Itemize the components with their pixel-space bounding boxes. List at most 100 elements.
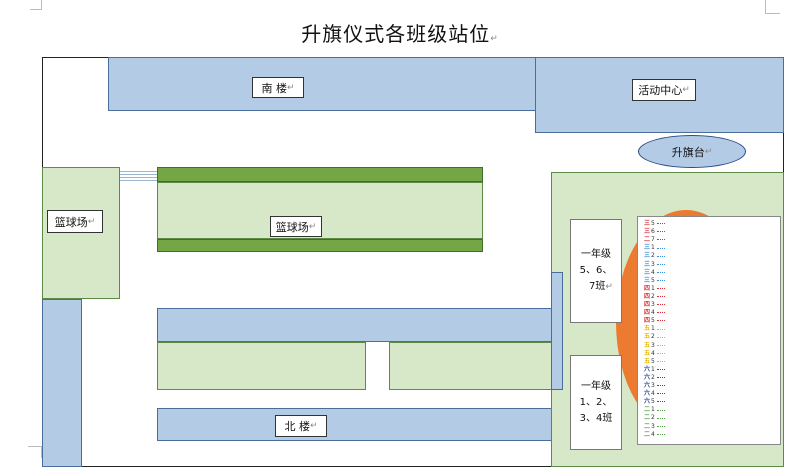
corner-mark-bottom-left: [28, 446, 42, 458]
north-building: [157, 408, 552, 441]
roster-class-number: 1: [651, 406, 655, 414]
roster-grade: 三: [644, 268, 651, 276]
roster-leader-line: [656, 247, 665, 249]
roster-class-number: 2: [651, 333, 655, 341]
roster-leader-line: [656, 223, 665, 225]
roster-class-number: 5: [651, 357, 655, 365]
roster-class-number: 1: [651, 365, 655, 373]
roster-leader-line: [656, 369, 665, 371]
roster-class-number: 3: [651, 301, 655, 308]
roster-class-number: 4: [651, 268, 655, 276]
roster-leader-line: [656, 296, 665, 298]
roster-grade: 二: [644, 422, 651, 430]
roster-grade: 三: [644, 220, 651, 227]
left-court-label: 篮球场↵: [47, 210, 103, 233]
roster-leader-line: [656, 377, 665, 379]
roster-grade: 三: [644, 260, 651, 268]
roster-grade: 六: [644, 365, 651, 373]
roster-grade: 六: [644, 390, 651, 398]
roster-grade: 四: [644, 317, 651, 325]
roster-grade: 五: [644, 349, 651, 357]
roster-grade: 二: [644, 430, 651, 438]
roster-grade: 二: [644, 236, 651, 244]
roster-grade: 二: [644, 406, 651, 414]
activity-center-label: 活动中心↵: [632, 79, 696, 101]
roster-class-number: 7: [651, 236, 655, 244]
roster-leader-line: [656, 312, 665, 314]
walkway-stripe: [120, 171, 158, 172]
roster-class-number: 5: [651, 317, 655, 325]
roster-grade: 五: [644, 357, 651, 365]
north-building-label: 北 楼↵: [275, 415, 327, 437]
roster-leader-line: [656, 425, 665, 427]
walkway-stripe: [120, 177, 158, 178]
roster-grade: 三: [644, 276, 651, 284]
roster-grade: 四: [644, 309, 651, 317]
roster-leader-line: [656, 328, 665, 330]
roster-leader-line: [656, 336, 665, 338]
roster-grade: 四: [644, 292, 651, 300]
roster-grade: 四: [644, 301, 651, 308]
roster-leader-line: [656, 239, 665, 241]
south-building-label: 南 楼↵: [252, 77, 304, 98]
roster-class-number: 1: [651, 325, 655, 333]
roster-class-number: 2: [651, 252, 655, 260]
playground-entrance-strip: [551, 272, 563, 390]
roster-grade: 五: [644, 341, 651, 349]
middle-building: [157, 308, 552, 342]
roster-class-number: 2: [651, 414, 655, 422]
roster-grade: 五: [644, 333, 651, 341]
corner-mark-top-right: [765, 0, 780, 14]
roster-class-number: 3: [651, 422, 655, 430]
roster-class-number: 4: [651, 349, 655, 357]
roster-class-number: 4: [651, 390, 655, 398]
roster-leader-line: [656, 320, 665, 322]
page-title: 升旗仪式各班级站位↵: [301, 22, 499, 46]
left-basketball-court: [42, 167, 120, 299]
flag-platform: 升旗台↵: [638, 135, 746, 168]
roster-class-number: 5: [651, 220, 655, 227]
grade-one-upper-panel: 一年级 5、6、 7班↵: [570, 219, 622, 323]
roster-leader-line: [656, 417, 665, 419]
roster-grade: 三: [644, 252, 651, 260]
roster-class-number: 5: [651, 398, 655, 406]
roster-grade: 四: [644, 284, 651, 292]
roster-leader-line: [656, 304, 665, 306]
roster-leader-line: [656, 231, 665, 233]
roster-grade: 三: [644, 228, 651, 236]
south-building: [108, 57, 538, 111]
roster-class-number: 2: [651, 373, 655, 381]
roster-class-number: 3: [651, 341, 655, 349]
roster-leader-line: [656, 352, 665, 354]
roster-class-number: 3: [651, 260, 655, 268]
roster-leader-line: [656, 409, 665, 411]
roster-leader-line: [656, 279, 665, 281]
roster-leader-line: [656, 271, 665, 273]
roster-grade: 六: [644, 398, 651, 406]
roster-grade: 三: [644, 244, 651, 252]
roster-leader-line: [656, 263, 665, 265]
roster-grade: 六: [644, 373, 651, 381]
roster-leader-line: [656, 344, 665, 346]
roster-leader-line: [656, 255, 665, 257]
